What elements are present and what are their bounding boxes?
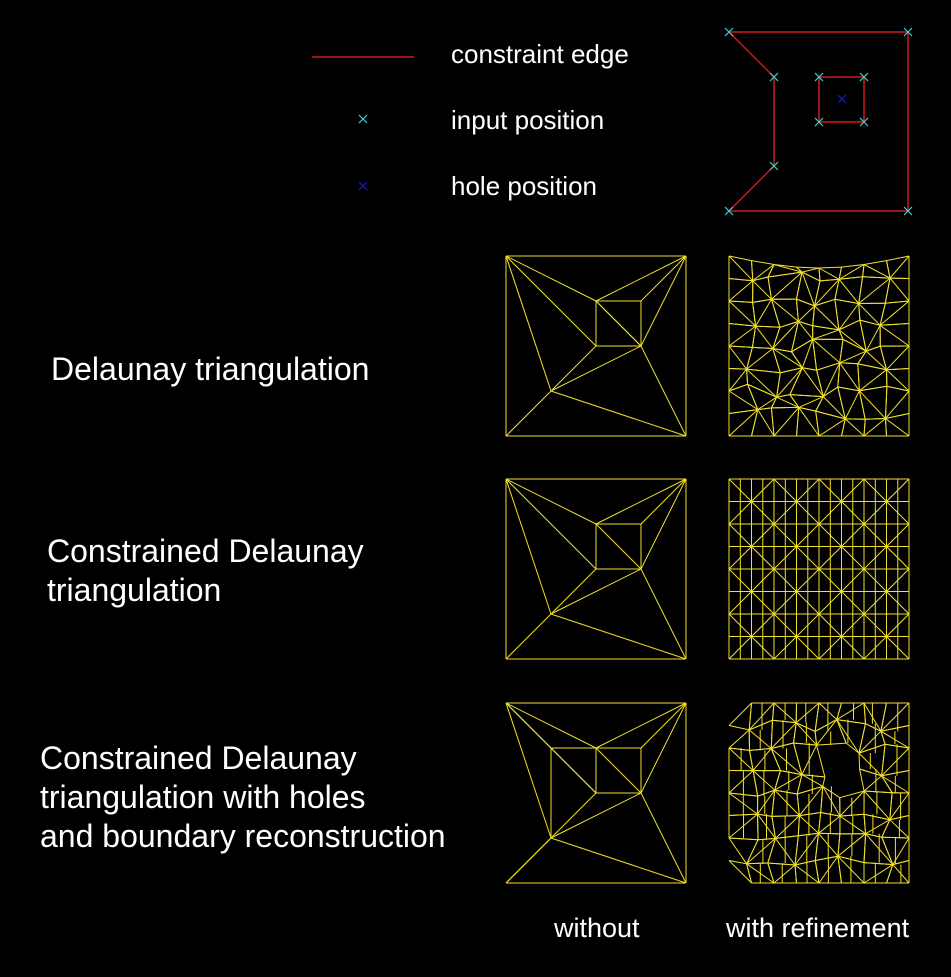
input-position-marker-icon [358, 114, 368, 124]
column-label-without: without [554, 913, 640, 943]
legend-label-constraint-edge: constraint edge [451, 39, 629, 69]
hole-position-marker-icon [837, 94, 847, 104]
mesh-constrained-with-refinement [728, 478, 910, 660]
row-label-constrained-delaunay-holes: Constrained Delaunay triangulation with … [40, 740, 446, 854]
legend-label-hole-position: hole position [451, 171, 597, 201]
mesh-constrained-without [505, 478, 687, 660]
row-label-delaunay: Delaunay triangulation [51, 351, 370, 387]
mesh-delaunay-without [505, 255, 687, 437]
hole-position-marker-icon [358, 181, 368, 191]
mesh-holes-with-refinement [728, 702, 910, 884]
mesh-delaunay-with-refinement [728, 255, 910, 437]
row-label-constrained-delaunay: Constrained Delaunay triangulation [47, 533, 364, 608]
legend-label-input-position: input position [451, 105, 605, 135]
input-position-markers [724, 27, 913, 216]
column-label-with-refinement: with refinement [726, 913, 910, 943]
mesh-holes-without [505, 702, 687, 884]
